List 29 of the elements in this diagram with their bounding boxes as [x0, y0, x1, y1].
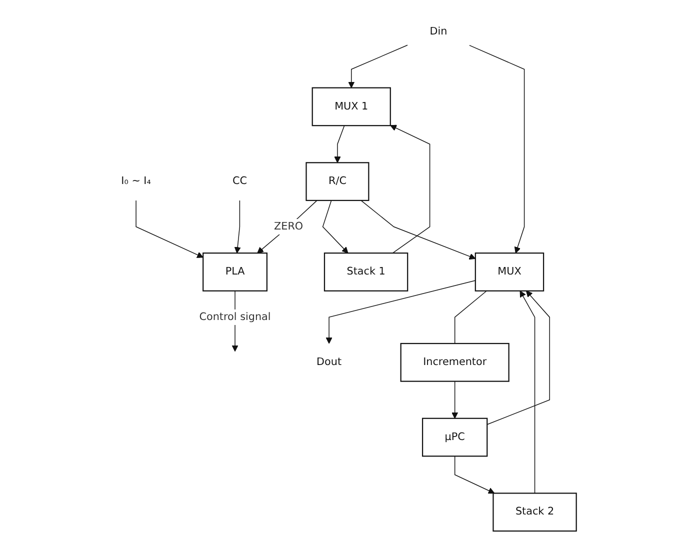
arrow — [469, 44, 526, 254]
edge-label: Control signal — [200, 310, 272, 323]
node-text: CC — [232, 175, 248, 188]
node-box: Incrementor — [400, 342, 510, 382]
arrow — [334, 125, 346, 163]
node-text: Din — [430, 26, 448, 38]
arrow — [361, 200, 476, 260]
node-text: Dout — [316, 356, 342, 368]
node-box: MUX 1 — [312, 87, 392, 126]
node-box: Stack 2 — [493, 492, 578, 532]
arrow — [234, 200, 242, 254]
node-text: I₀ ~ I₄ — [122, 175, 152, 188]
node-box: MUX — [475, 252, 544, 292]
node-box: PLA — [202, 252, 268, 292]
arrow — [520, 290, 536, 494]
arrow — [452, 380, 458, 419]
node-box: Stack 1 — [324, 252, 408, 292]
node-box: μPC — [422, 418, 488, 457]
node-box: R/C — [306, 162, 370, 202]
arrow — [136, 200, 204, 258]
arrow — [326, 280, 476, 344]
edge-label: ZERO — [274, 220, 304, 232]
arrow — [257, 200, 318, 254]
arrow — [322, 200, 349, 254]
arrow — [487, 290, 550, 425]
arrow — [390, 124, 431, 254]
arrow — [454, 456, 496, 494]
connector — [454, 290, 488, 344]
arrow — [348, 44, 408, 88]
